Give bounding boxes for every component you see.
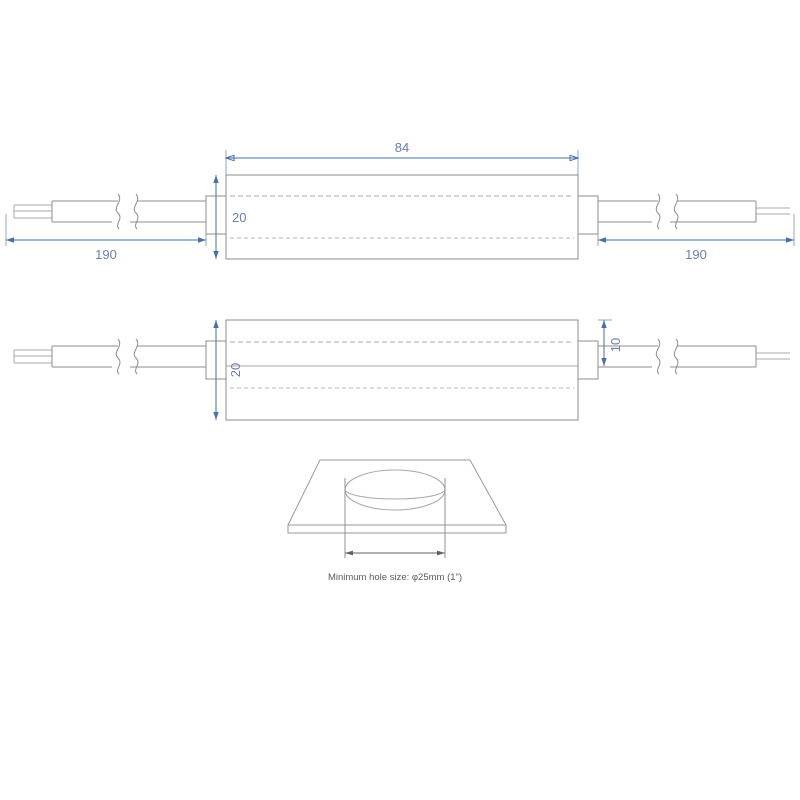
cable-break-curve-1-r	[655, 193, 661, 230]
arrow-up	[213, 175, 219, 183]
dim-label-body-width: 20	[232, 210, 246, 225]
right-gland	[577, 195, 599, 235]
side-cable-break-2	[133, 338, 139, 375]
side-right-cable	[598, 338, 790, 375]
side-view-body	[225, 319, 579, 421]
arrow-left-190r	[598, 237, 606, 243]
arrow-right	[569, 154, 580, 162]
mounting-hole-view-group: Minimum hole size: φ25mm (1")	[287, 459, 507, 583]
dimension-body-width: 20	[213, 175, 246, 259]
dim-label-body-length: 84	[395, 140, 409, 155]
arrow-right-190l	[198, 237, 206, 243]
dimension-cable-left: 190	[5, 214, 207, 262]
side-gland-right	[577, 340, 599, 380]
hole-arrow-right	[437, 550, 445, 556]
dimension-cable-offset: 10	[598, 319, 623, 366]
top-view-group: 84	[5, 140, 795, 262]
right-cable-assembly	[598, 193, 790, 230]
top-view-body	[225, 174, 579, 260]
arrow-down-side	[213, 412, 219, 420]
side-left-cable	[13, 338, 206, 375]
dimension-body-length: 84	[224, 140, 580, 176]
plate-edge-thickness	[287, 524, 507, 534]
arrow-down	[213, 251, 219, 259]
arrow-right-190r	[786, 237, 794, 243]
hole-arrow-left	[345, 550, 353, 556]
arrow-left	[224, 154, 235, 162]
dim-label-cable-right: 190	[685, 247, 707, 262]
arrow-left-190l	[6, 237, 14, 243]
arrow-up-offset	[601, 320, 607, 328]
cable-break-curve-1	[115, 193, 121, 230]
cable-break-curve-2	[133, 193, 139, 230]
body-outline-side	[225, 319, 579, 421]
side-cable-break-2-r	[673, 338, 679, 375]
dimension-body-height: 20	[213, 320, 243, 420]
dim-label-cable-left: 190	[95, 247, 117, 262]
side-cable-break-1	[115, 338, 121, 375]
dim-label-body-height: 20	[228, 363, 243, 377]
dim-label-cable-offset: 10	[608, 338, 623, 352]
side-cable-break-1-r	[655, 338, 661, 375]
body-outline-top	[225, 174, 579, 260]
hole-note-label: Minimum hole size: φ25mm (1")	[328, 572, 462, 583]
dimension-cable-right: 190	[597, 214, 795, 262]
mounting-hole-inner-arc	[344, 489, 446, 500]
side-view-group: 20 10	[13, 319, 790, 421]
cable-break-curve-2-r	[673, 193, 679, 230]
arrow-up-side	[213, 320, 219, 328]
gland-block-right	[577, 195, 599, 235]
arrow-down-offset	[601, 358, 607, 366]
left-cable-assembly	[13, 193, 206, 230]
